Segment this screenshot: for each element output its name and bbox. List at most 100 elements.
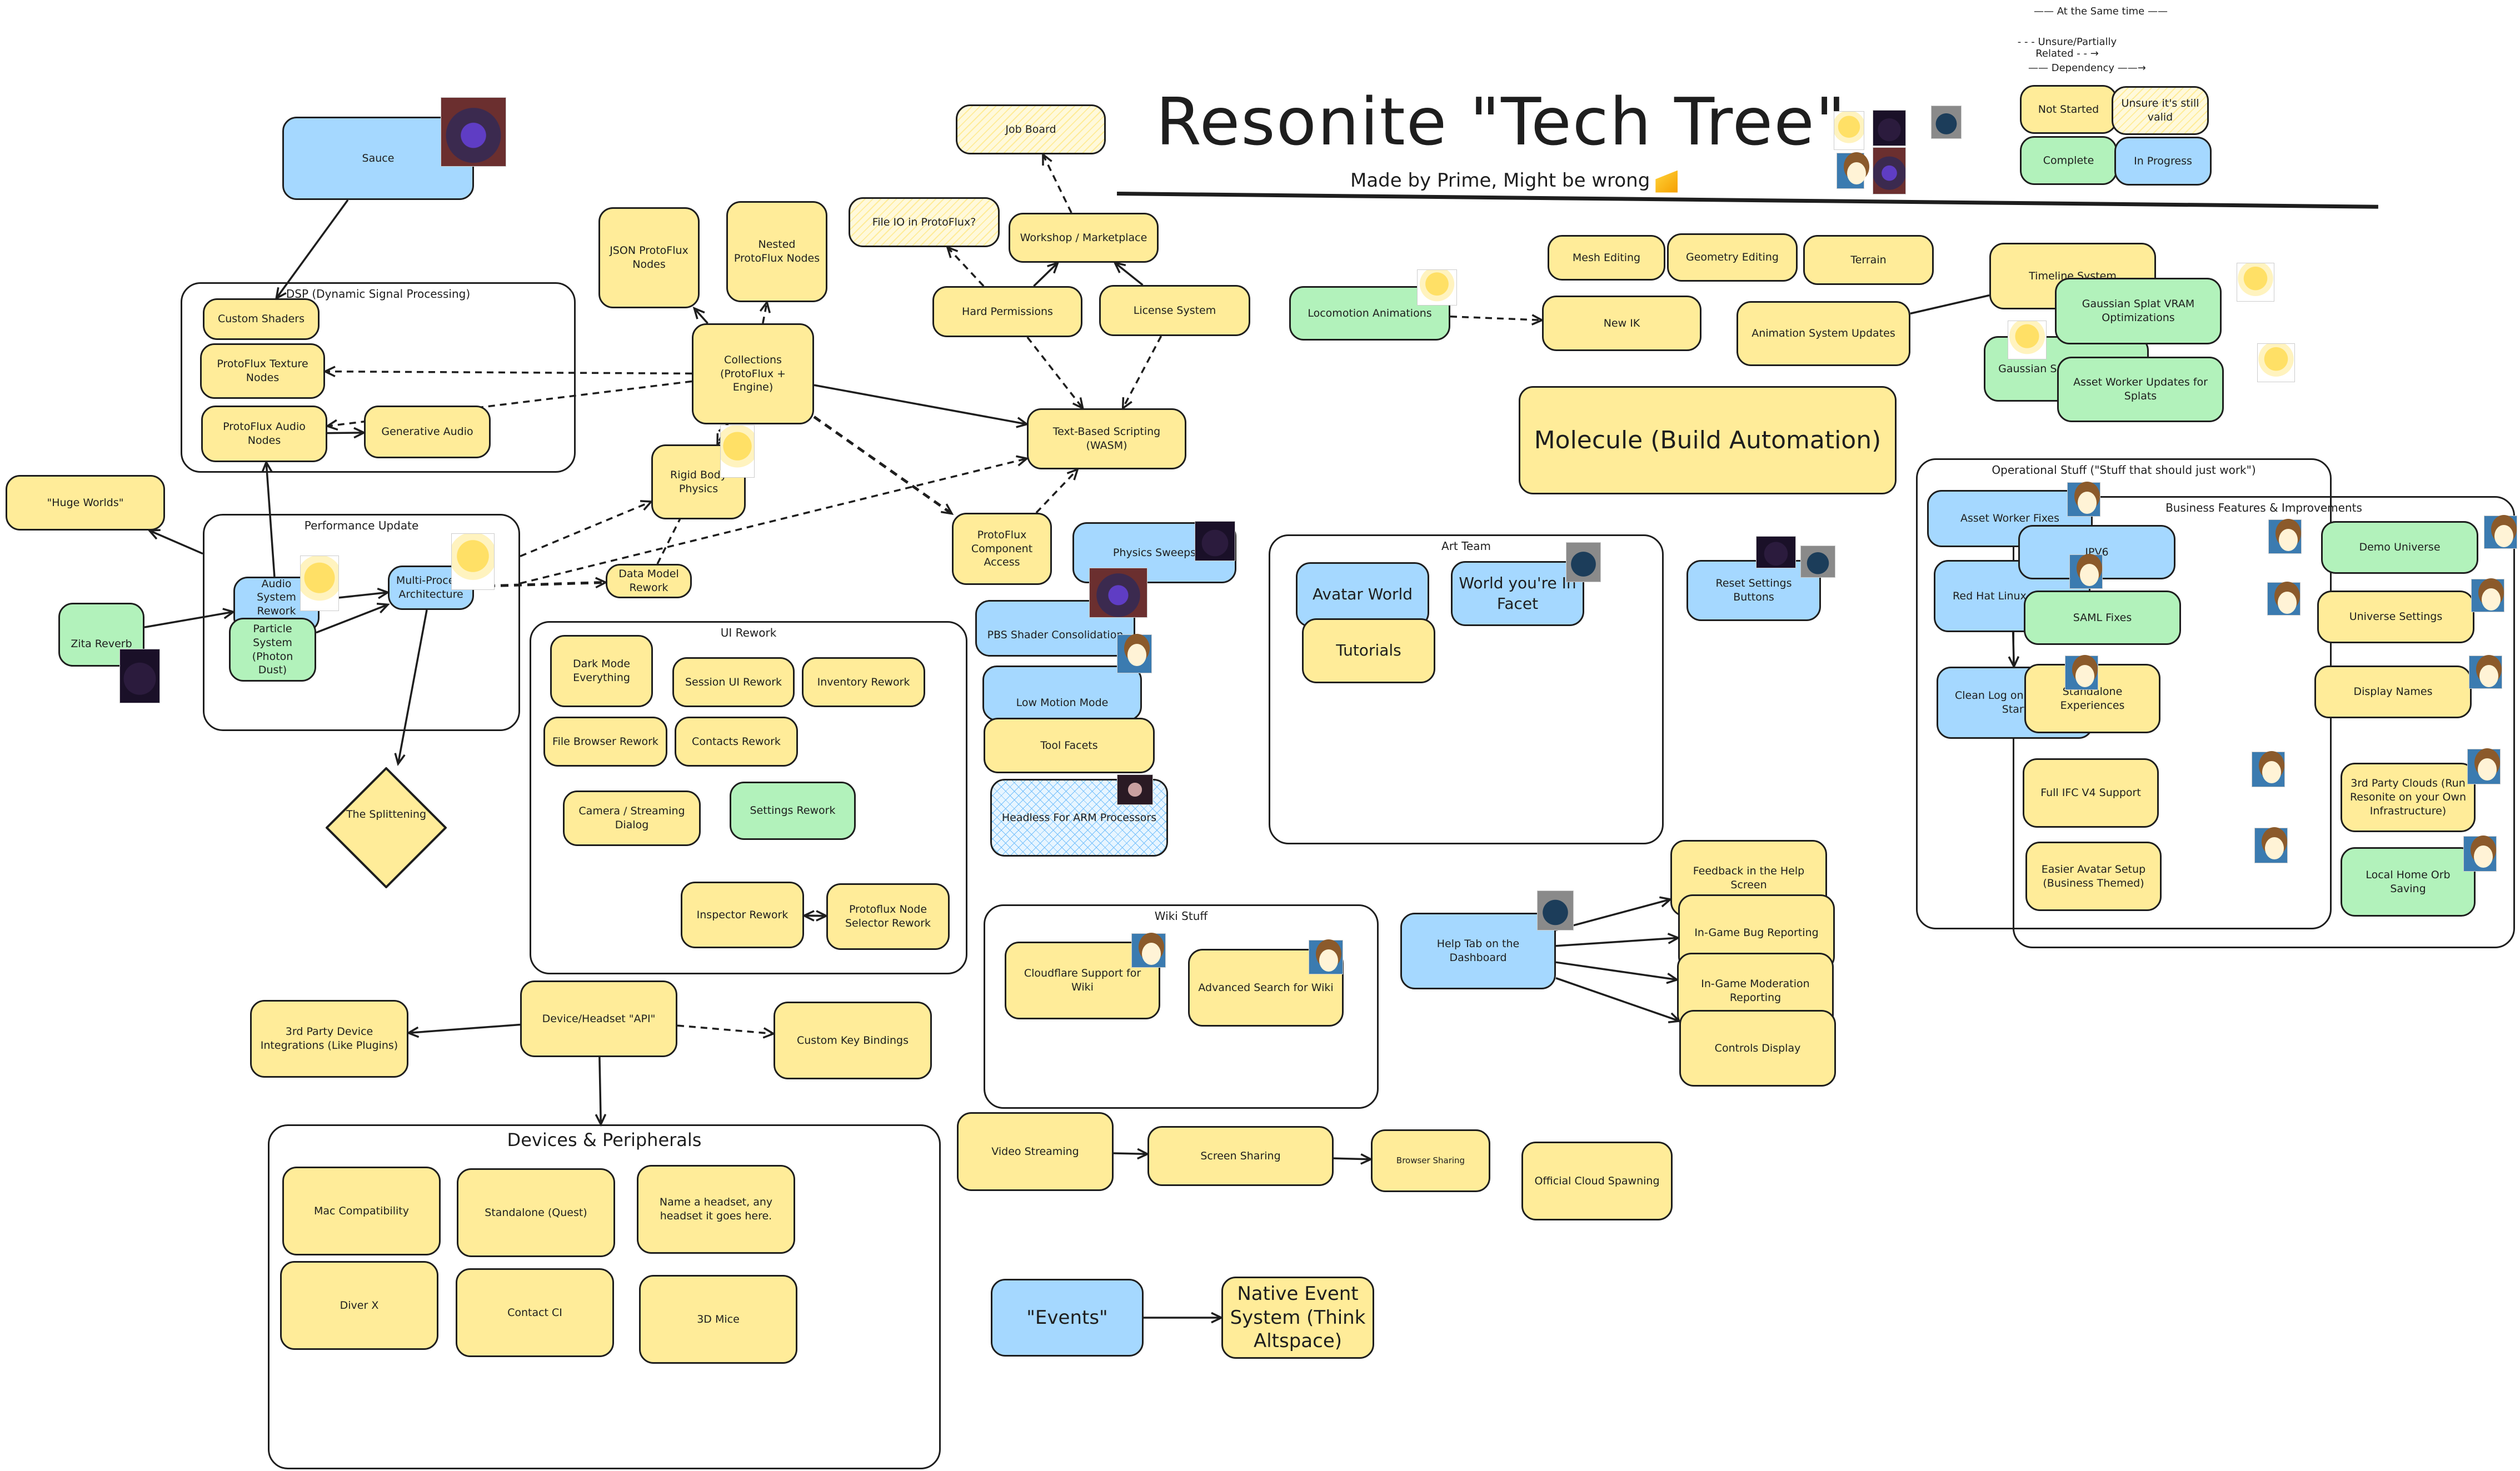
node-cloudflare-wiki[interactable]: Cloudflare Support for Wiki bbox=[1005, 942, 1160, 1019]
node-third-party-clouds[interactable]: 3rd Party Clouds (Run Resonite on your O… bbox=[2341, 763, 2476, 832]
node-splittening[interactable]: The Splittening bbox=[322, 764, 450, 892]
avatar-boy-icon bbox=[2268, 519, 2302, 554]
node-gaussian-splat-vram[interactable]: Gaussian Splat VRAM Optimizations bbox=[2055, 278, 2222, 344]
avatar-fox-icon bbox=[2237, 263, 2274, 302]
avatar-bluefox-icon bbox=[1566, 542, 1601, 582]
node-mesh-editing[interactable]: Mesh Editing bbox=[1548, 235, 1665, 281]
edge-collections-to-wasm bbox=[814, 384, 1027, 426]
edge-performance-to-wasm bbox=[520, 457, 1027, 584]
node-native-events[interactable]: Native Event System (Think Altspace) bbox=[1221, 1277, 1374, 1359]
group-ui-title: UI Rework bbox=[720, 626, 777, 639]
node-protoflux-texture[interactable]: ProtoFlux Texture Nodes bbox=[200, 343, 325, 399]
avatar-fox-icon bbox=[300, 556, 339, 611]
node-molecule[interactable]: Molecule (Build Automation) bbox=[1519, 386, 1897, 494]
node-locomotion-animations[interactable]: Locomotion Animations bbox=[1289, 286, 1450, 341]
node-new-ik[interactable]: New IK bbox=[1542, 296, 1701, 351]
node-protoflux-selector[interactable]: Protoflux Node Selector Rework bbox=[826, 883, 950, 950]
node-ipv6[interactable]: IPV6 bbox=[2018, 525, 2175, 579]
arrowhead-video_streaming-to-screen_sharing bbox=[1137, 1148, 1150, 1160]
arrowhead-license-to-wasm bbox=[1121, 397, 1132, 411]
node-license-system[interactable]: License System bbox=[1099, 285, 1250, 336]
node-job-board[interactable]: Job Board bbox=[956, 104, 1106, 154]
node-3d-mice[interactable]: 3D Mice bbox=[639, 1275, 797, 1364]
avatar-boy-icon bbox=[2469, 656, 2502, 689]
node-geometry-editing[interactable]: Geometry Editing bbox=[1667, 233, 1798, 282]
arrowhead-multi_process-to-data_model bbox=[595, 577, 608, 589]
edge-collections-to-json_pf bbox=[693, 307, 708, 324]
node-mac-compatibility[interactable]: Mac Compatibility bbox=[282, 1167, 441, 1255]
node-huge-worlds[interactable]: "Huge Worlds" bbox=[6, 475, 165, 531]
node-file-browser[interactable]: File Browser Rework bbox=[543, 717, 667, 767]
node-home-orb[interactable]: Local Home Orb Saving bbox=[2341, 847, 2476, 917]
node-controls-display[interactable]: Controls Display bbox=[1679, 1010, 1836, 1087]
node-workshop[interactable]: Workshop / Marketplace bbox=[1009, 213, 1159, 263]
node-standalone-quest[interactable]: Standalone (Quest) bbox=[457, 1168, 615, 1257]
node-custom-shaders[interactable]: Custom Shaders bbox=[203, 298, 320, 340]
node-demo-universe[interactable]: Demo Universe bbox=[2321, 521, 2478, 574]
avatar-bird-icon bbox=[1873, 147, 1906, 194]
node-screen-sharing[interactable]: Screen Sharing bbox=[1147, 1126, 1334, 1186]
node-dark-mode[interactable]: Dark Mode Everything bbox=[550, 635, 653, 707]
node-custom-key-bindings[interactable]: Custom Key Bindings bbox=[774, 1002, 932, 1079]
node-universe-settings[interactable]: Universe Settings bbox=[2317, 591, 2474, 643]
node-inventory[interactable]: Inventory Rework bbox=[802, 657, 925, 707]
arrowhead-collections-to-nested_pf bbox=[759, 300, 771, 313]
node-settings-rework[interactable]: Settings Rework bbox=[730, 782, 856, 840]
node-ifc-v4[interactable]: Full IFC V4 Support bbox=[2023, 758, 2159, 828]
avatar-boy-icon bbox=[2069, 554, 2103, 589]
node-device-api[interactable]: Device/Headset "API" bbox=[520, 980, 677, 1057]
node-particle-system[interactable]: Particle System (Photon Dust) bbox=[229, 618, 316, 682]
arrowhead-hard_perms-to-workshop bbox=[1047, 261, 1060, 274]
node-display-names[interactable]: Display Names bbox=[2314, 666, 2472, 718]
avatar-fox-icon bbox=[2008, 321, 2047, 359]
node-collections[interactable]: Collections (ProtoFlux + Engine) bbox=[692, 323, 814, 424]
avatar-fox-icon bbox=[1834, 111, 1864, 150]
node-session-ui[interactable]: Session UI Rework bbox=[672, 657, 795, 707]
node-contacts[interactable]: Contacts Rework bbox=[675, 717, 798, 767]
node-camera-dialog[interactable]: Camera / Streaming Dialog bbox=[563, 790, 701, 846]
node-inspector[interactable]: Inspector Rework bbox=[681, 882, 804, 948]
node-third-party-devices[interactable]: 3rd Party Device Integrations (Like Plug… bbox=[250, 1000, 408, 1078]
node-reset-settings[interactable]: Reset Settings Buttons bbox=[1686, 560, 1821, 621]
node-tool-facets[interactable]: Tool Facets bbox=[984, 718, 1155, 773]
arrowhead-hard_perms-to-file_io bbox=[946, 246, 959, 258]
node-saml-fixes[interactable]: SAML Fixes bbox=[2024, 591, 2181, 645]
node-generative-audio[interactable]: Generative Audio bbox=[364, 406, 491, 458]
node-easier-avatar[interactable]: Easier Avatar Setup (Business Themed) bbox=[2025, 842, 2162, 911]
node-data-model[interactable]: Data Model Rework bbox=[606, 564, 692, 598]
page-title: Resonite "Tech Tree" bbox=[1156, 83, 1847, 160]
node-wasm[interactable]: Text-Based Scripting (WASM) bbox=[1027, 408, 1186, 469]
arrowhead-collections-to-wasm bbox=[1016, 417, 1029, 428]
edge-screen_sharing-to-browser_sharing bbox=[1333, 1157, 1371, 1160]
edge-hard_perms-to-wasm bbox=[1026, 336, 1084, 409]
node-asset-worker-splats[interactable]: Asset Worker Updates for Splats bbox=[2057, 357, 2224, 422]
legend-dependency: —— Dependency ——→ bbox=[2028, 62, 2146, 74]
node-help-tab[interactable]: Help Tab on the Dashboard bbox=[1400, 913, 1556, 989]
arrowhead-collections-to-json_pf bbox=[692, 307, 705, 319]
node-animation-system-updates[interactable]: Animation System Updates bbox=[1736, 301, 1910, 366]
node-video-streaming[interactable]: Video Streaming bbox=[957, 1112, 1114, 1191]
node-cloud-spawning[interactable]: Official Cloud Spawning bbox=[1521, 1142, 1673, 1220]
node-protoflux-component[interactable]: ProtoFlux Component Access bbox=[952, 513, 1052, 585]
node-browser-sharing[interactable]: Browser Sharing bbox=[1371, 1129, 1490, 1192]
edge-performance-to-huge_worlds bbox=[149, 529, 203, 555]
node-contact-ci[interactable]: Contact CI bbox=[456, 1268, 614, 1357]
node-nested-protoflux[interactable]: Nested ProtoFlux Nodes bbox=[726, 201, 827, 302]
node-world-facet[interactable]: World you're In Facet bbox=[1451, 561, 1584, 626]
node-low-motion[interactable]: Low Motion Mode bbox=[982, 666, 1142, 721]
node-tutorials[interactable]: Tutorials bbox=[1302, 618, 1435, 683]
group-ui-rework: UI Rework bbox=[530, 621, 967, 974]
node-protoflux-audio[interactable]: ProtoFlux Audio Nodes bbox=[201, 406, 327, 462]
node-file-io[interactable]: File IO in ProtoFlux? bbox=[849, 197, 1000, 247]
node-hard-permissions[interactable]: Hard Permissions bbox=[932, 286, 1082, 337]
node-terrain[interactable]: Terrain bbox=[1803, 235, 1934, 285]
legend-complete: Complete bbox=[2020, 136, 2117, 185]
arrowhead-screen_sharing-to-browser_sharing bbox=[1360, 1153, 1374, 1165]
node-json-protoflux[interactable]: JSON ProtoFlux Nodes bbox=[598, 207, 700, 308]
node-avatar-world[interactable]: Avatar World bbox=[1296, 562, 1429, 627]
node-name-headset[interactable]: Name a headset, any headset it goes here… bbox=[637, 1165, 795, 1254]
node-diver-x[interactable]: Diver X bbox=[280, 1261, 438, 1350]
avatar-fox-icon bbox=[451, 533, 495, 590]
avatar-cat-icon bbox=[1195, 521, 1235, 561]
node-events[interactable]: "Events" bbox=[991, 1279, 1144, 1357]
